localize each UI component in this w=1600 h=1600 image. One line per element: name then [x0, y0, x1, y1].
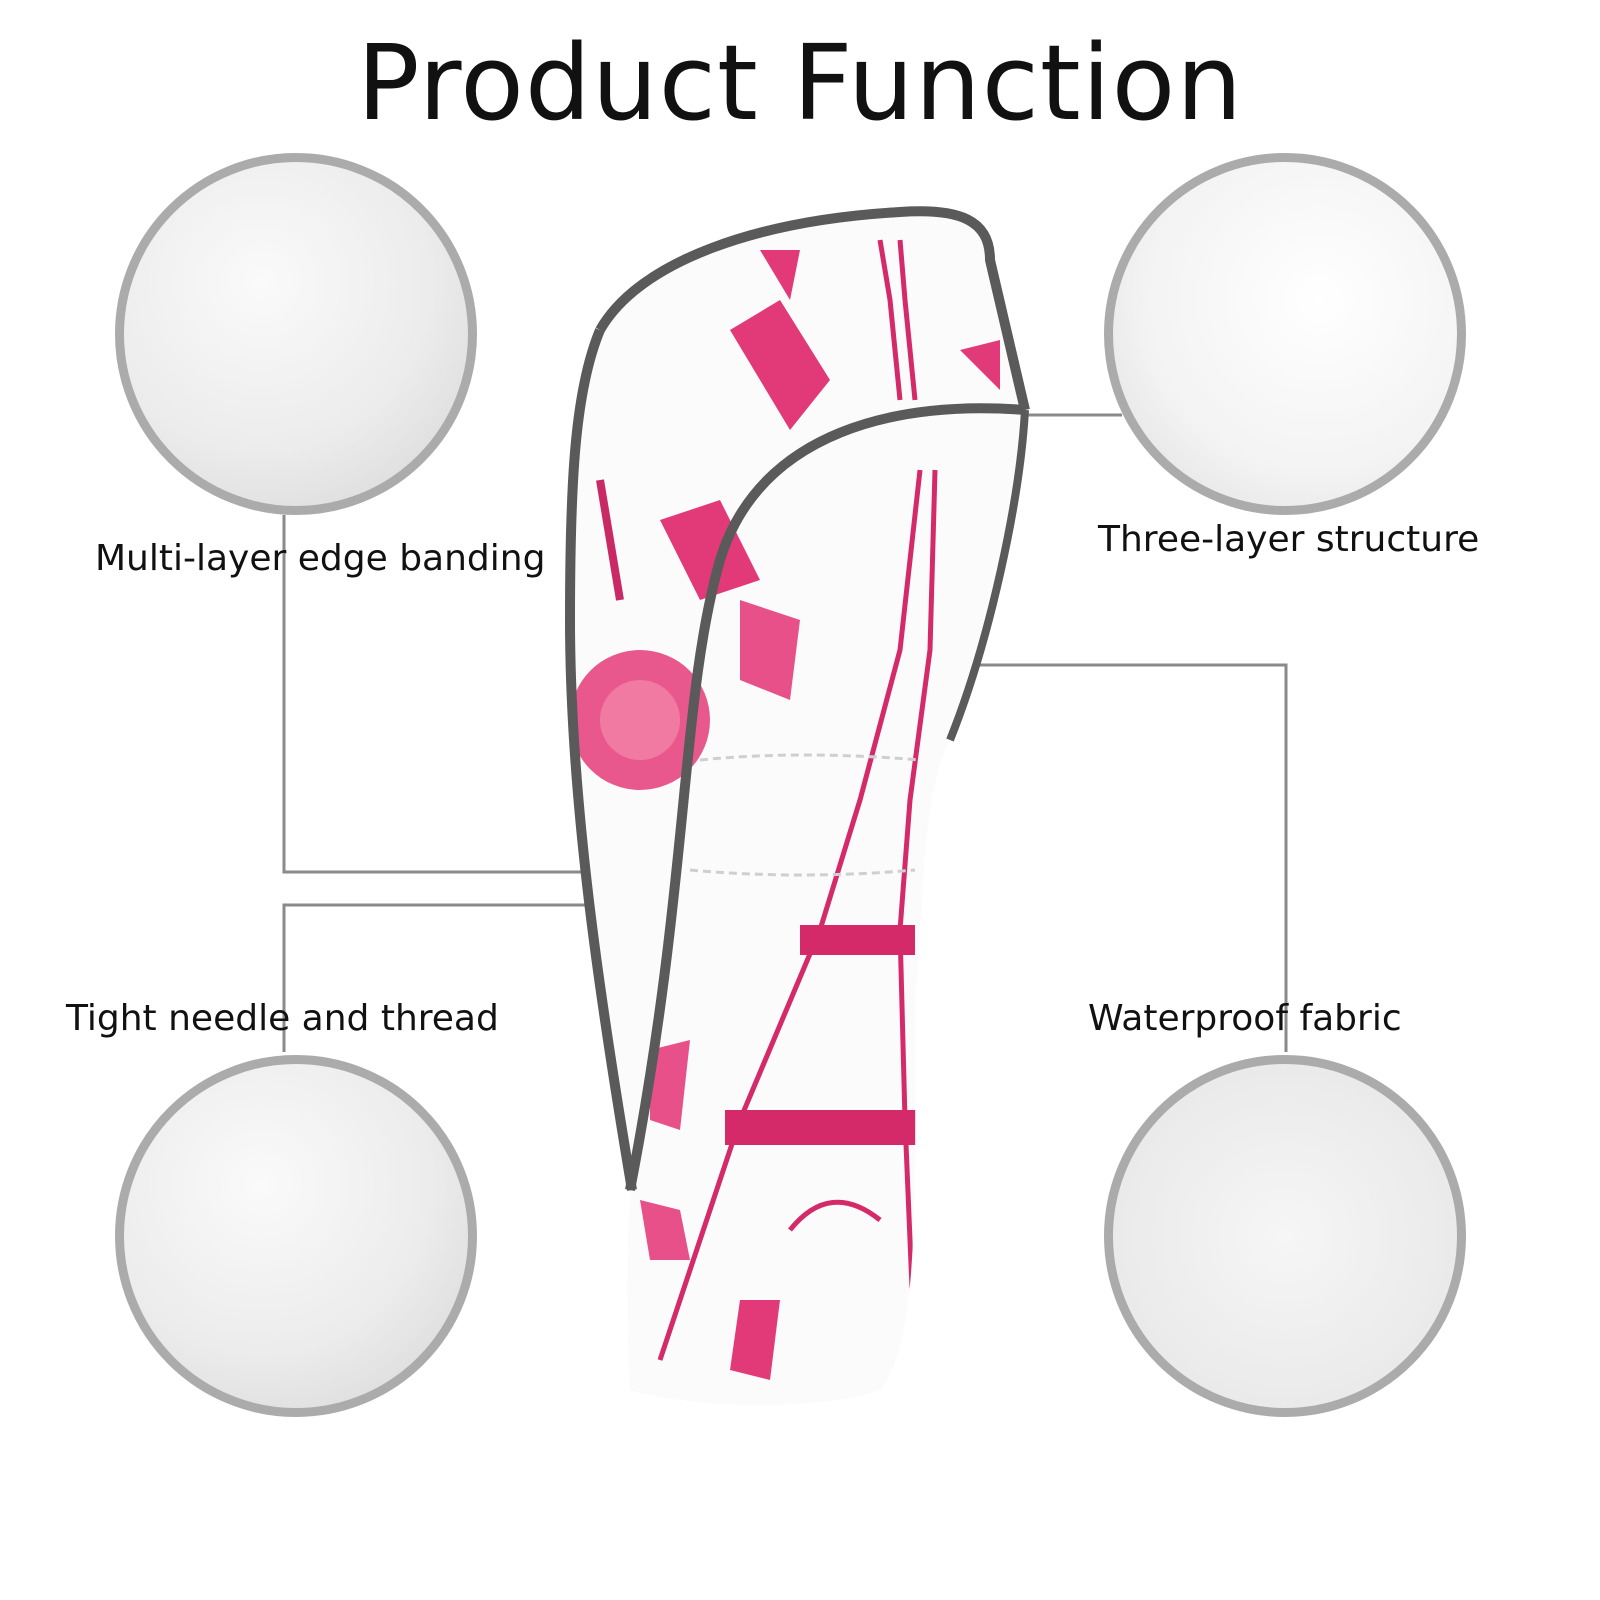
feature-label-edge-banding: Multi-layer edge banding: [95, 538, 546, 579]
page-title: Product Function: [356, 22, 1244, 144]
detail-circle-three-layer: [1104, 153, 1466, 515]
feature-label-waterproof: Waterproof fabric: [1088, 998, 1402, 1039]
detail-circle-needle-thread: [115, 1055, 477, 1417]
connector-edge-banding: [282, 515, 592, 874]
detail-circle-waterproof: [1104, 1055, 1466, 1417]
feature-label-needle-thread: Tight needle and thread: [66, 998, 499, 1039]
connector-waterproof: [968, 663, 1288, 1052]
feature-label-three-layer: Three-layer structure: [1098, 519, 1480, 560]
connector-needle-thread: [282, 903, 592, 1052]
eiffel-tower: [657, 239, 938, 1361]
detail-circle-edge-banding: [115, 153, 477, 515]
floral-pattern: [570, 239, 1000, 1380]
